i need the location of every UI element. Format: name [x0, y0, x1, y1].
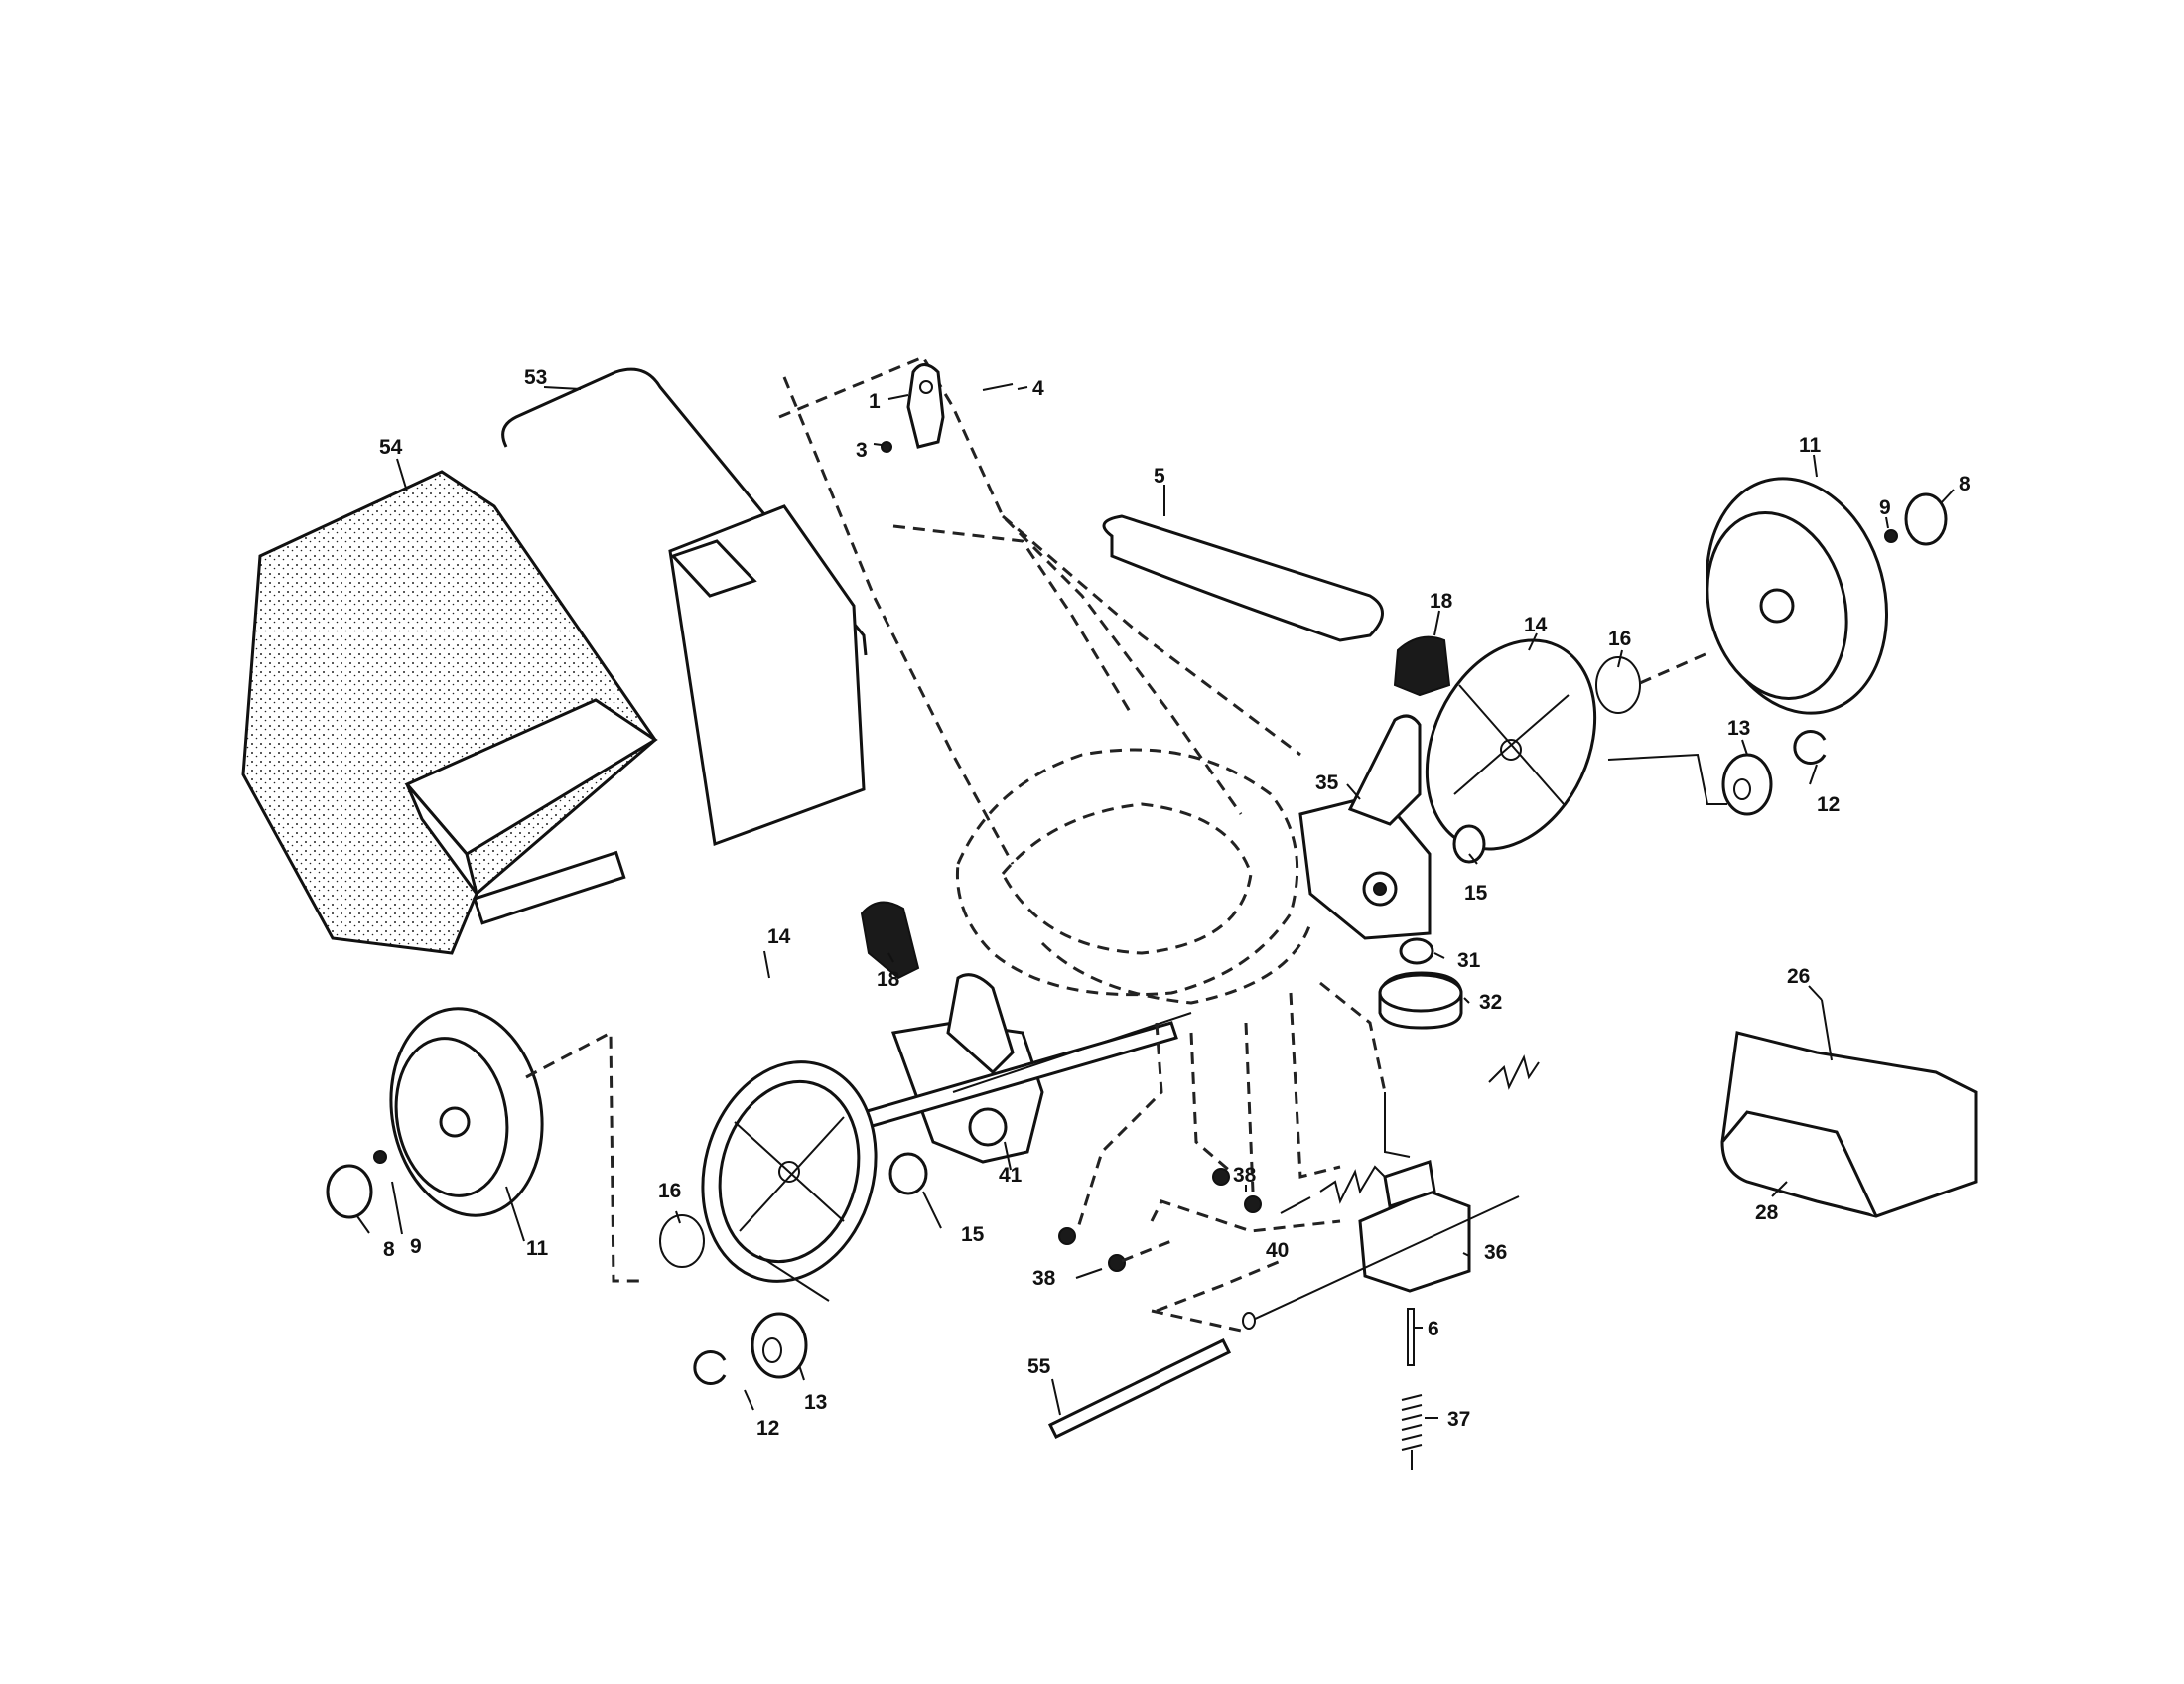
control-bracket [906, 363, 945, 449]
axle-left [952, 1012, 1192, 1093]
bag-frame [501, 367, 868, 847]
pinion-gear-right-13 [1721, 753, 1773, 816]
callout-12-left: 12 [756, 1417, 779, 1440]
nut-left-9 [373, 1150, 387, 1164]
hubcap-left-8 [326, 1164, 373, 1219]
cover-32 [1378, 971, 1463, 1030]
callout-9-left: 9 [410, 1235, 422, 1258]
callout-35: 35 [1315, 772, 1339, 794]
drive-belt [1102, 514, 1384, 642]
assembly-lines [1075, 981, 1387, 1333]
callout-14-right: 14 [1524, 614, 1548, 636]
callout-6: 6 [1428, 1318, 1439, 1340]
callout-31: 31 [1457, 949, 1481, 972]
height-adjuster-right [1298, 714, 1432, 940]
spring-upper [1488, 1054, 1540, 1090]
pin-6 [1407, 1308, 1415, 1366]
hubcap-right-16 [1595, 656, 1641, 714]
clip-left-12 [693, 1350, 727, 1385]
callout-4: 4 [1032, 377, 1044, 400]
clip-right-12 [1793, 730, 1827, 765]
hubcap-right-8 [1904, 492, 1948, 546]
callout-38-lower: 38 [1032, 1267, 1056, 1290]
grass-bag [241, 470, 658, 955]
wheel-right-11 [1706, 477, 1888, 715]
callout-36: 36 [1484, 1241, 1507, 1264]
callout-15-right: 15 [1464, 882, 1488, 905]
callout-38-upper: 38 [1233, 1164, 1257, 1187]
callout-14-left: 14 [767, 925, 791, 948]
rod-55 [1047, 1337, 1232, 1440]
bolt-4 [982, 383, 1014, 391]
wheel-left-11 [389, 1007, 544, 1217]
callout-8-right: 8 [1959, 473, 1971, 495]
mower-deck [955, 748, 1312, 1005]
callout-37: 37 [1447, 1408, 1470, 1431]
callout-41: 41 [999, 1164, 1023, 1187]
rear-skirt [1720, 1031, 1978, 1218]
callout-55: 55 [1027, 1355, 1051, 1378]
callout-16-left: 16 [658, 1180, 681, 1202]
callout-18-left: 18 [877, 968, 900, 991]
callout-1: 1 [869, 390, 881, 413]
nut-38a [1212, 1168, 1230, 1186]
callout-32: 32 [1479, 991, 1502, 1014]
callout-15-left: 15 [961, 1223, 985, 1246]
hubcap-left-16 [659, 1214, 705, 1268]
callout-26: 26 [1787, 965, 1810, 988]
handle [778, 355, 1301, 865]
wheel-left-14 [701, 1060, 878, 1283]
callout-3: 3 [856, 439, 868, 462]
nut-right-9 [1884, 529, 1898, 543]
spring-37 [1401, 1394, 1423, 1470]
callout-18-right: 18 [1430, 590, 1453, 613]
nut-38b [1244, 1195, 1262, 1213]
callout-13-left: 13 [804, 1391, 827, 1414]
pinion-gear-left-13 [751, 1312, 808, 1379]
callout-16-right: 16 [1608, 628, 1631, 650]
callout-53: 53 [524, 366, 547, 389]
callout-13-right: 13 [1727, 717, 1750, 740]
nut-38c [1058, 1227, 1076, 1245]
wheel-cover-left [860, 901, 920, 980]
callout-40: 40 [1266, 1239, 1289, 1262]
bearing-left-15 [888, 1152, 928, 1195]
nut-38d [1108, 1254, 1126, 1272]
height-adjuster-left [862, 973, 1178, 1164]
callout-5: 5 [1154, 465, 1165, 488]
spring-40 [1319, 1165, 1386, 1204]
transmission [1242, 1160, 1520, 1330]
callout-leaders [356, 386, 1955, 1419]
callout-8-left: 8 [383, 1238, 395, 1261]
nut-3 [881, 441, 892, 453]
callout-12-right: 12 [1817, 793, 1840, 816]
spacer-31 [1399, 937, 1434, 965]
bearing-right-15 [1452, 824, 1486, 864]
callout-28: 28 [1755, 1201, 1779, 1224]
leader-36 [1384, 1092, 1411, 1158]
callout-11-left: 11 [526, 1237, 549, 1260]
callout-9-right: 9 [1879, 496, 1891, 519]
callout-54: 54 [379, 436, 403, 459]
screw-26 [1821, 999, 1833, 1061]
callout-labels: 1 3 4 5 53 54 11 9 8 18 14 16 13 12 35 1… [379, 366, 1971, 1440]
wheel-cover-right [1393, 635, 1451, 697]
callout-11-right: 11 [1799, 434, 1822, 457]
